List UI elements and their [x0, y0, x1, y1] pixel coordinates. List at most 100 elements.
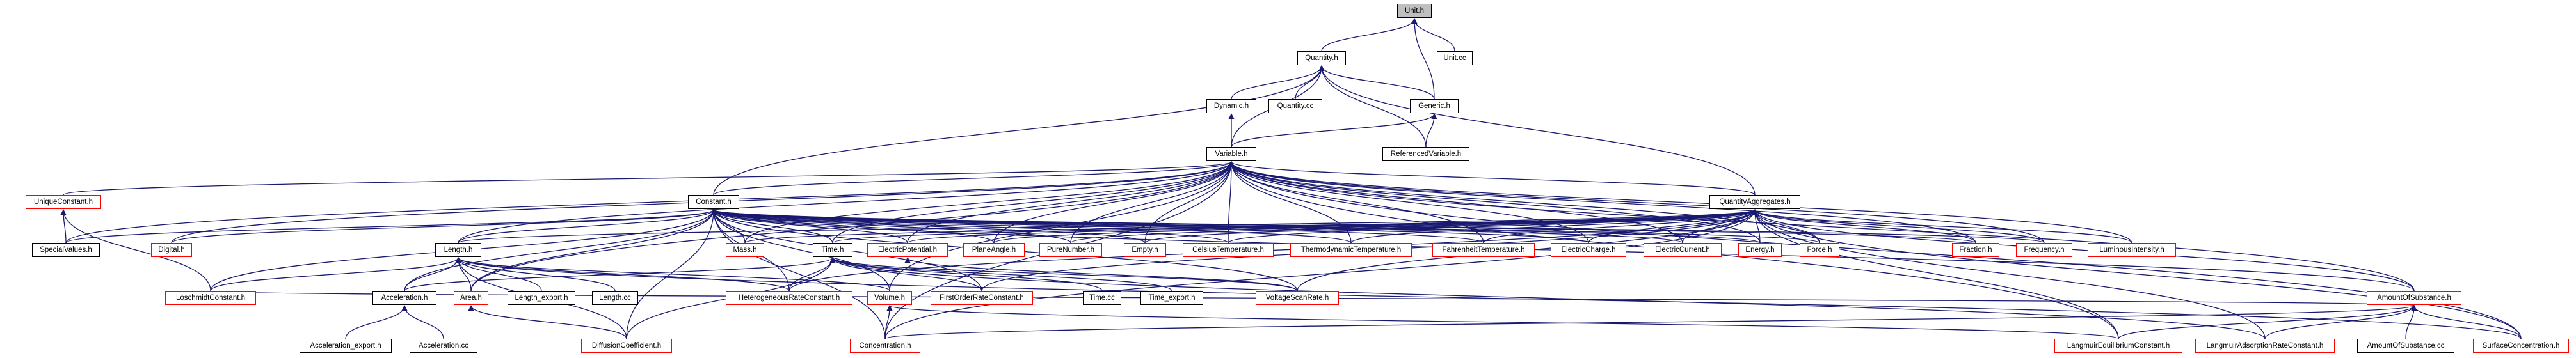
edge-amountofsubstance_cc-to-amountofsubstance_h: [2405, 305, 2417, 339]
edge-voltagescanrate_h-to-time_h: [829, 257, 1298, 292]
node-acceleration-export-h[interactable]: Acceleration_export.h: [300, 339, 392, 353]
edge-electricpotential_h-to-constant_h: [710, 209, 908, 244]
node-loschmidtconstant-h[interactable]: LoschmidtConstant.h: [165, 291, 256, 305]
edge-thermodynamictemperature_h-to-quantityaggregates_h: [1350, 209, 1758, 244]
node-unit-cc[interactable]: Unit.cc: [1437, 51, 1473, 65]
edge-langmuiradsorptionrateconstant_h-to-time_h: [829, 257, 2266, 339]
edge-dynamic_h-to-quantity_h: [1231, 65, 1325, 100]
node-empty-h[interactable]: Empty.h: [1124, 243, 1166, 257]
edge-langmuirequilibriumconstant_h-to-volume_h: [887, 305, 2119, 339]
node-electriccharge-h[interactable]: ElectricCharge.h: [1551, 243, 1626, 257]
edge-concentration_h-to-quantityaggregates_h: [884, 209, 1758, 339]
node-purenumber-h[interactable]: PureNumber.h: [1039, 243, 1102, 257]
node-unit-h[interactable]: Unit.h: [1397, 4, 1432, 18]
edge-referencedvariable_h-to-quantity_h: [1318, 65, 1427, 148]
edge-frequency_h-to-variable_h: [1228, 161, 2045, 244]
node-heterogeneousrateconstant-h[interactable]: HeterogeneousRateConstant.h: [726, 291, 852, 305]
edge-concentration_h-to-constant_h: [710, 209, 886, 339]
edge-unit_cc-to-unit_h: [1411, 18, 1455, 52]
node-firstorderrateconstant-h[interactable]: FirstOrderRateConstant.h: [931, 291, 1033, 305]
node-diffusioncoefficient-h[interactable]: DiffusionCoefficient.h: [581, 339, 672, 353]
node-force-h[interactable]: Force.h: [1800, 243, 1839, 257]
edge-quantity_cc-to-quantity_h: [1295, 65, 1325, 100]
edge-fraction_h-to-quantityaggregates_h: [1752, 209, 1976, 244]
edge-langmuiradsorptionrateconstant_h-to-amountofsubstance_h: [2264, 305, 2417, 339]
node-time-export-h[interactable]: Time_export.h: [1140, 291, 1203, 305]
edge-constant_h-to-variable_h: [713, 161, 1235, 196]
node-quantityaggregates-h[interactable]: QuantityAggregates.h: [1709, 195, 1800, 209]
node-fahrenheittemperature-h[interactable]: FahrenheitTemperature.h: [1432, 243, 1535, 257]
edge-luminousintensity_h-to-quantityaggregates_h: [1752, 209, 2132, 244]
edge-quantityaggregates_h-to-variable_h: [1228, 161, 1756, 196]
edge-digital_h-to-constant_h: [171, 209, 717, 244]
edge-quantity_h-to-unit_h: [1321, 18, 1418, 52]
edge-celsiustemperature_h-to-constant_h: [710, 209, 1229, 244]
node-volume-h[interactable]: Volume.h: [867, 291, 912, 305]
node-time-cc[interactable]: Time.cc: [1083, 291, 1121, 305]
edge-acceleration_h-to-constant_h: [404, 209, 717, 292]
edge-length_h-to-quantityaggregates_h: [458, 209, 1757, 244]
edge-quantityaggregates_h-to-quantity_h: [1318, 65, 1756, 196]
node-planeangle-h[interactable]: PlaneAngle.h: [963, 243, 1025, 257]
node-acceleration-h[interactable]: Acceleration.h: [372, 291, 436, 305]
node-fraction-h[interactable]: Fraction.h: [1952, 243, 1999, 257]
node-quantity-cc[interactable]: Quantity.cc: [1268, 99, 1322, 113]
node-surfaceconcentration-h[interactable]: SurfaceConcentration.h: [2473, 339, 2569, 353]
node-energy-h[interactable]: Energy.h: [1738, 243, 1782, 257]
edge-area_h-to-constant_h: [470, 209, 717, 292]
edge-generic_h-to-quantity_h: [1318, 65, 1435, 100]
edge-time_export_h-to-time_h: [829, 257, 1172, 292]
edge-specialvalues_h-to-variable_h: [65, 161, 1235, 244]
edge-surfaceconcentration_h-to-length_h: [455, 257, 2522, 339]
node-voltagescanrate-h[interactable]: VoltageScanRate.h: [1256, 291, 1339, 305]
node-thermodynamictemperature-h[interactable]: ThermodynamicTemperature.h: [1290, 243, 1412, 257]
dependency-edges: [60, 18, 2522, 339]
edge-force_h-to-variable_h: [1228, 161, 1820, 244]
node-dynamic-h[interactable]: Dynamic.h: [1206, 99, 1256, 113]
edge-volume_h-to-constant_h: [710, 209, 890, 292]
edge-mass_h-to-variable_h: [744, 161, 1235, 244]
edge-acceleration_cc-to-acceleration_h: [401, 305, 444, 339]
node-electriccurrent-h[interactable]: ElectricCurrent.h: [1644, 243, 1722, 257]
node-luminousintensity-h[interactable]: LuminousIntensity.h: [2088, 243, 2176, 257]
node-length-export-h[interactable]: Length_export.h: [508, 291, 575, 305]
node-amountofsubstance-cc[interactable]: AmountOfSubstance.cc: [2357, 339, 2454, 353]
edge-length_cc-to-length_h: [455, 257, 616, 292]
edge-specialvalues_h-to-constant_h: [65, 209, 717, 244]
edge-concentration_h-to-amountofsubstance_h: [884, 305, 2417, 339]
edge-constant_h-to-quantity_h: [713, 65, 1325, 196]
node-quantity-h[interactable]: Quantity.h: [1297, 51, 1346, 65]
node-langmuiradsorptionrateconstant-h[interactable]: LangmuirAdsorptionRateConstant.h: [2195, 339, 2335, 353]
edge-length_h-to-variable_h: [458, 161, 1235, 244]
edge-loschmidtconstant_h-to-length_h: [210, 257, 461, 292]
edge-voltagescanrate_h-to-electricpotential_h: [904, 257, 1298, 292]
node-frequency-h[interactable]: Frequency.h: [2016, 243, 2072, 257]
edge-length_h-to-constant_h: [458, 209, 717, 244]
node-concentration-h[interactable]: Concentration.h: [850, 339, 920, 353]
node-area-h[interactable]: Area.h: [454, 291, 488, 305]
node-electricpotential-h[interactable]: ElectricPotential.h: [867, 243, 948, 257]
node-langmuirequilibriumconstant-h[interactable]: LangmuirEquilibriumConstant.h: [2054, 339, 2182, 353]
node-uniqueconstant-h[interactable]: UniqueConstant.h: [26, 195, 101, 209]
node-digital-h[interactable]: Digital.h: [151, 243, 192, 257]
node-celsiustemperature-h[interactable]: CelsiusTemperature.h: [1183, 243, 1274, 257]
node-variable-h[interactable]: Variable.h: [1206, 147, 1256, 161]
node-amountofsubstance-h[interactable]: AmountOfSubstance.h: [2367, 291, 2461, 305]
node-referencedvariable-h[interactable]: ReferencedVariable.h: [1382, 147, 1469, 161]
edge-time_cc-to-time_h: [829, 257, 1103, 292]
edge-variable_h-to-generic_h: [1231, 113, 1437, 148]
node-constant-h[interactable]: Constant.h: [688, 195, 739, 209]
edge-langmuirequilibriumconstant_h-to-quantityaggregates_h: [1752, 209, 2119, 339]
edge-langmuirequilibriumconstant_h-to-amountofsubstance_h: [2118, 305, 2417, 339]
node-length-h[interactable]: Length.h: [435, 243, 481, 257]
node-specialvalues-h[interactable]: SpecialValues.h: [32, 243, 100, 257]
node-time-h[interactable]: Time.h: [813, 243, 852, 257]
node-length-cc[interactable]: Length.cc: [592, 291, 638, 305]
node-generic-h[interactable]: Generic.h: [1410, 99, 1459, 113]
edge-length_export_h-to-length_h: [455, 257, 542, 292]
node-acceleration-cc[interactable]: Acceleration.cc: [410, 339, 477, 353]
edge-surfaceconcentration_h-to-variable_h: [1228, 161, 2522, 339]
node-mass-h[interactable]: Mass.h: [726, 243, 764, 257]
edge-firstorderrateconstant_h-to-time_h: [829, 257, 982, 292]
edge-electriccharge_h-to-quantityaggregates_h: [1588, 209, 1758, 244]
